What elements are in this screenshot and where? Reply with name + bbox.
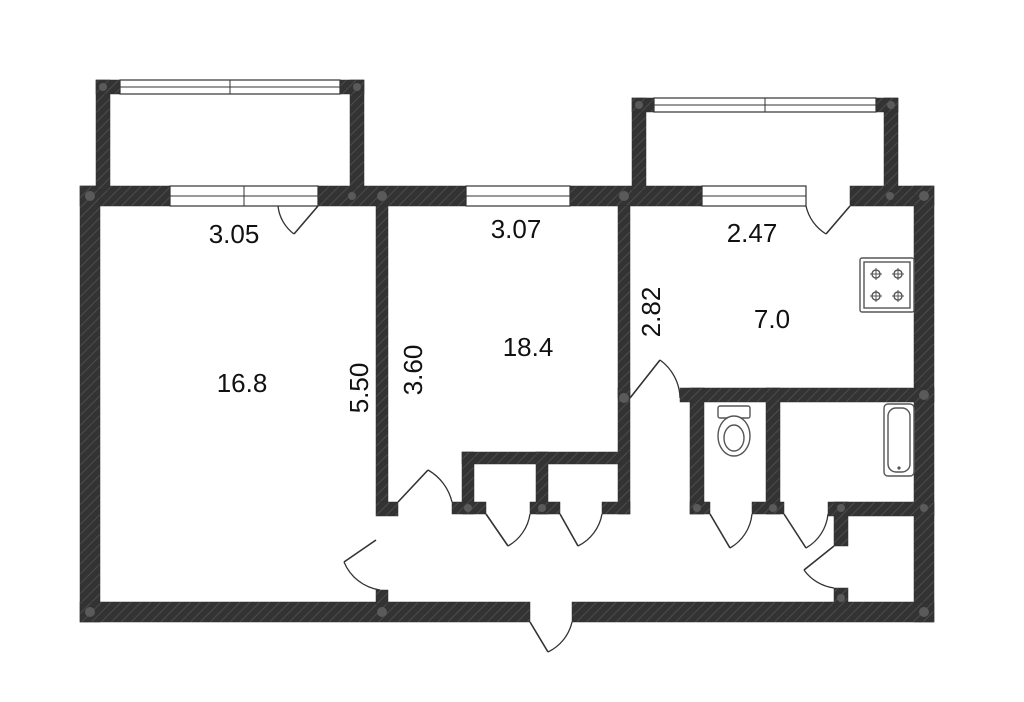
room-middle-length: 3.60 bbox=[398, 345, 428, 396]
door-closet-a bbox=[485, 513, 531, 547]
wall-left bbox=[79, 185, 101, 623]
window-kitchen bbox=[701, 185, 807, 207]
door-balcony-left bbox=[277, 205, 319, 235]
balcony-left-wall-r bbox=[349, 79, 365, 191]
wc-wall-l bbox=[689, 387, 705, 515]
door-balcony-right bbox=[805, 205, 851, 235]
balcony-left-wall-l bbox=[95, 79, 111, 191]
room-middle-width: 3.07 bbox=[491, 214, 542, 244]
partition-middle-kitchen bbox=[617, 205, 631, 399]
walls bbox=[79, 79, 935, 623]
wall-right bbox=[913, 185, 935, 623]
room-left-length: 5.50 bbox=[344, 363, 374, 414]
bathtub-icon bbox=[883, 403, 915, 477]
window-balcony-left bbox=[119, 79, 341, 95]
door-bathroom bbox=[783, 513, 829, 549]
kitchen: 2.47 7.0 2.82 bbox=[636, 218, 790, 337]
door-wc bbox=[709, 513, 753, 549]
kitchen-length: 2.82 bbox=[636, 287, 666, 338]
bath-bottom bbox=[827, 501, 935, 517]
toilet-icon bbox=[717, 405, 751, 457]
room-middle-area: 18.4 bbox=[503, 332, 554, 362]
partition-left-middle bbox=[375, 205, 389, 503]
partition-left-stub bbox=[375, 501, 399, 517]
wall-bottom-b bbox=[571, 601, 935, 623]
wall-top-mid-a bbox=[317, 185, 467, 207]
window-left-room bbox=[169, 185, 319, 207]
window-balcony-right bbox=[653, 97, 877, 113]
door-kitchen bbox=[629, 359, 681, 399]
room-left: 3.05 16.8 5.50 bbox=[209, 219, 374, 413]
storage-wall-l bbox=[833, 501, 849, 547]
stove-icon bbox=[859, 257, 915, 313]
door-entrance bbox=[529, 621, 573, 653]
wall-joints bbox=[85, 83, 929, 617]
wc-wall-r bbox=[765, 387, 781, 515]
door-storage bbox=[803, 545, 835, 589]
door-middle-room bbox=[397, 469, 453, 503]
room-middle: 3.07 18.4 3.60 bbox=[398, 214, 553, 395]
door-left-room bbox=[343, 539, 381, 591]
door-closet-b bbox=[559, 513, 603, 547]
partition-middle-kitchen-low bbox=[617, 387, 631, 515]
closet-bottom-c bbox=[601, 501, 631, 515]
doors bbox=[277, 205, 851, 653]
window-middle-room bbox=[465, 185, 571, 207]
room-left-width: 3.05 bbox=[209, 219, 260, 249]
wc-bottom-b bbox=[751, 501, 785, 515]
partition-left-middle-low bbox=[375, 589, 389, 605]
kitchen-area: 7.0 bbox=[754, 304, 790, 334]
kitchen-bottom-wall bbox=[679, 387, 935, 403]
room-left-area: 16.8 bbox=[217, 368, 268, 398]
kitchen-width: 2.47 bbox=[727, 218, 778, 248]
wall-bottom-a bbox=[79, 601, 531, 623]
